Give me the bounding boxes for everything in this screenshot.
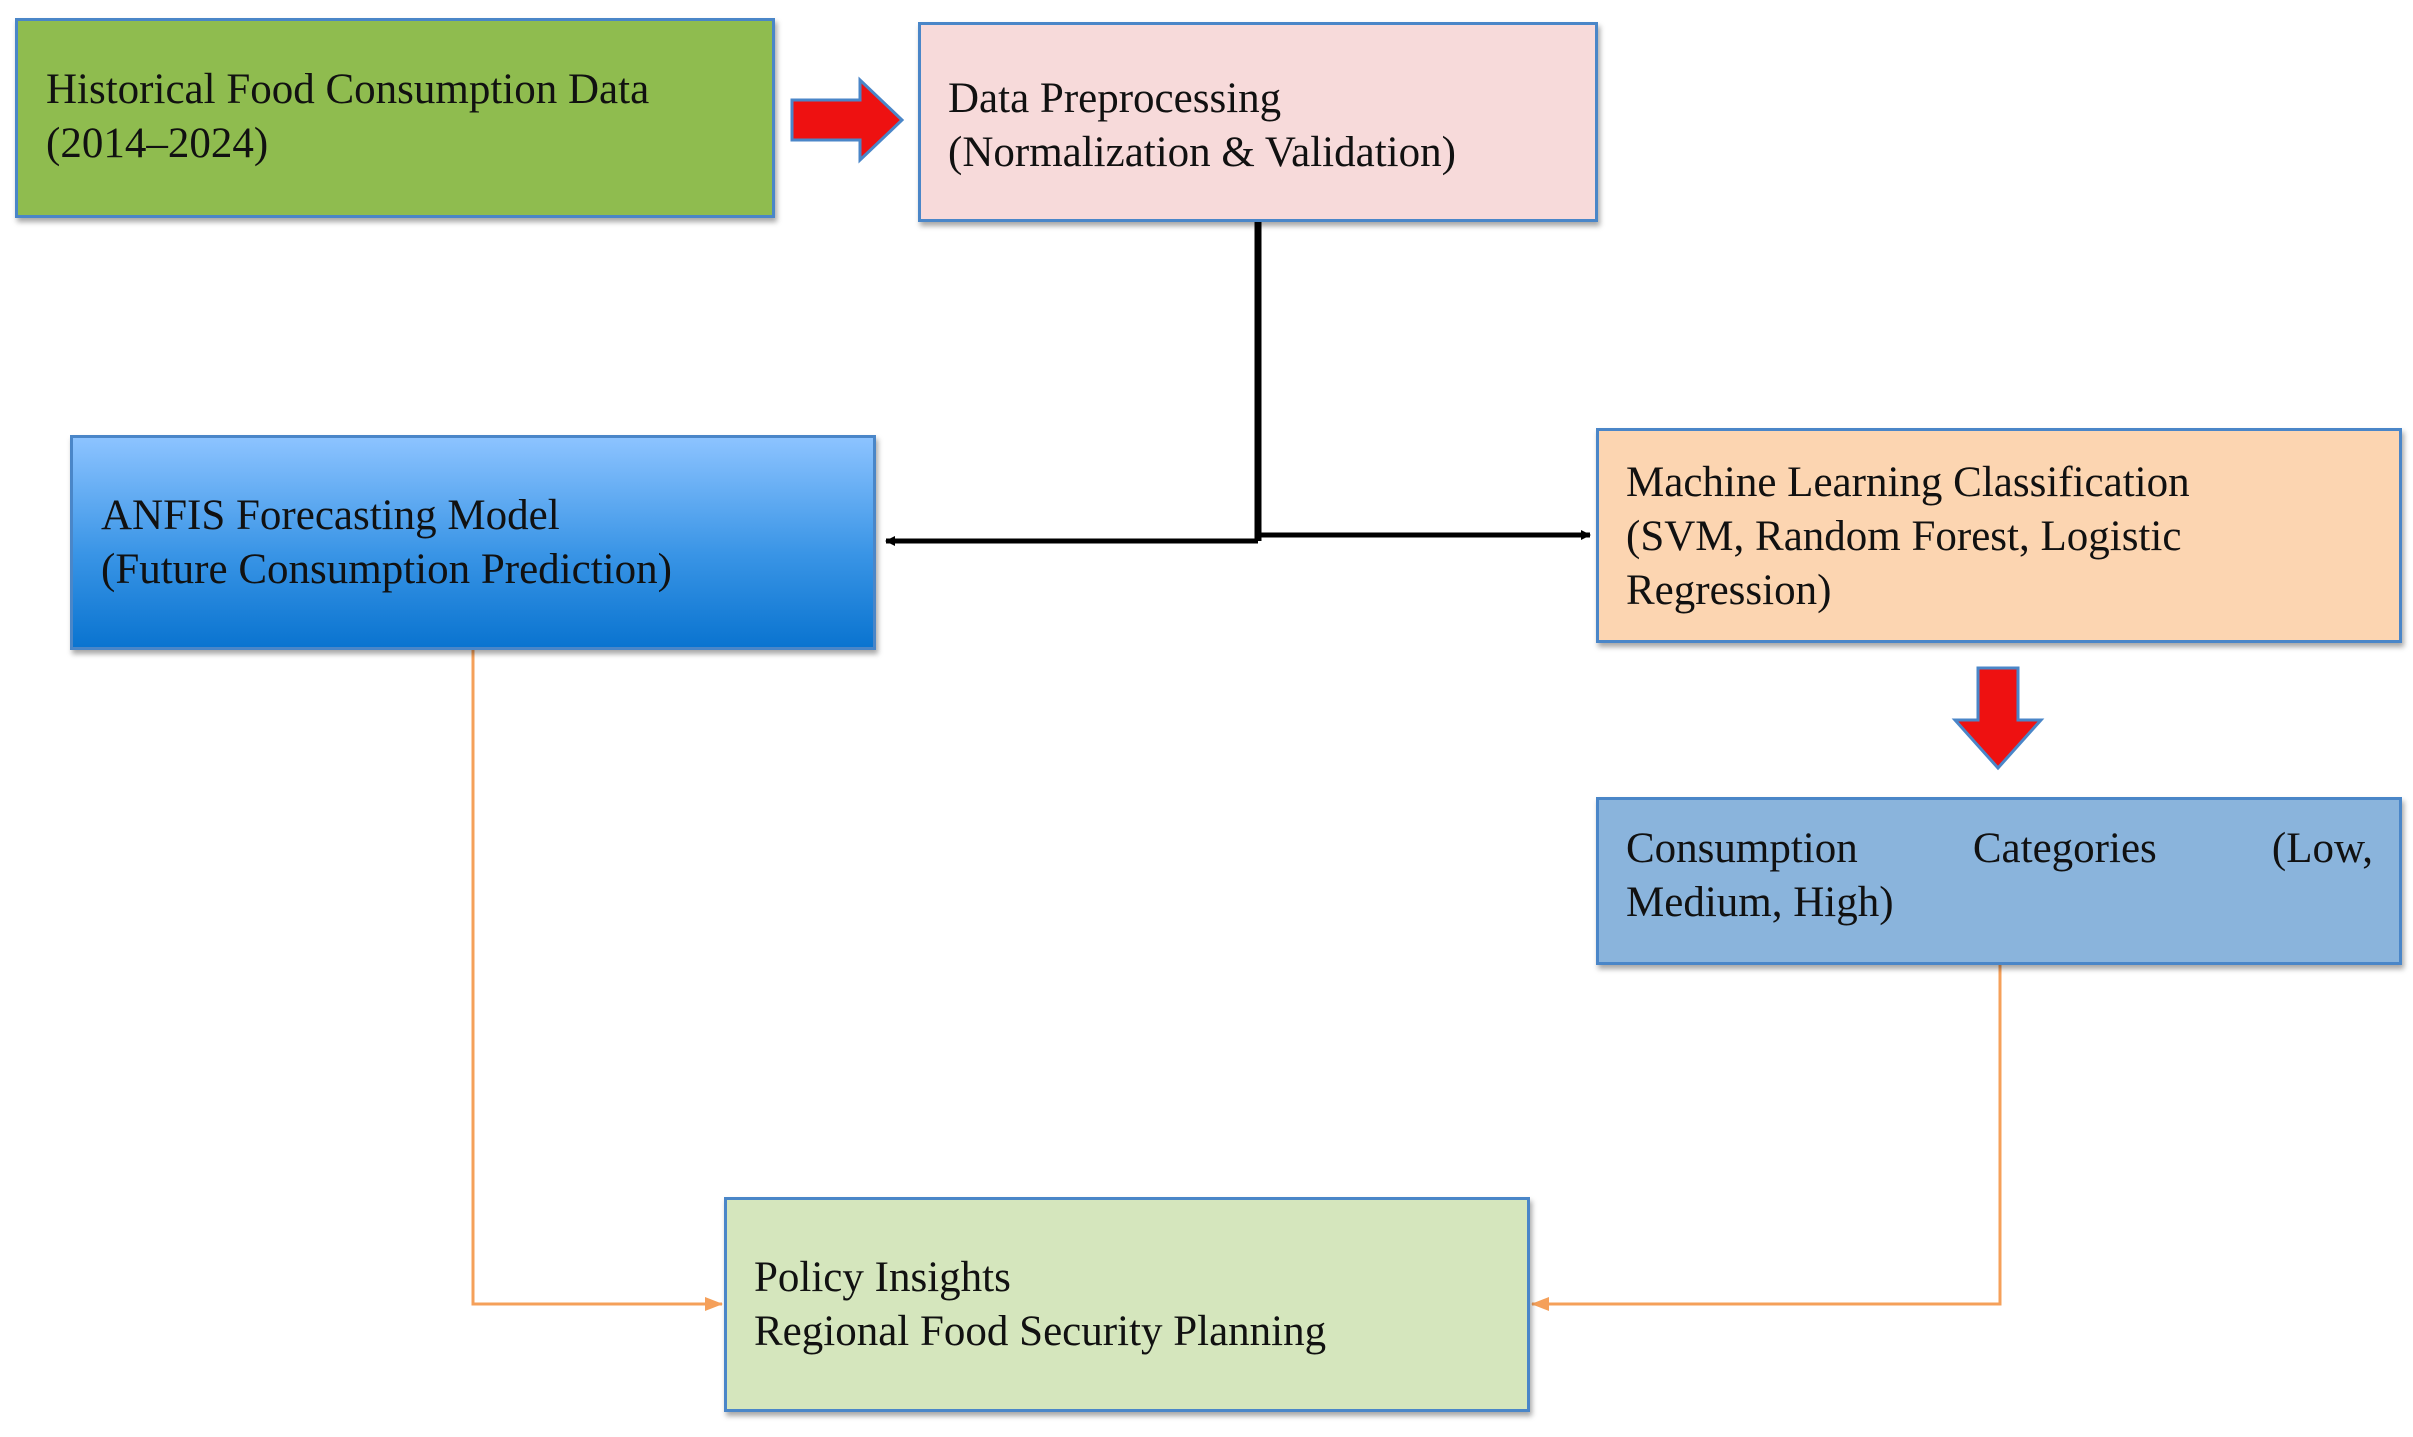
node-policy-insights: Policy Insights Regional Food Security P… <box>724 1197 1530 1412</box>
node-categories-word2: Categories <box>1972 825 2157 872</box>
node-categories-line2: Medium, High) <box>1626 879 1894 926</box>
node-ml-line1: Machine Learning Classification <box>1626 459 2190 506</box>
red-arrow-right <box>790 76 905 164</box>
node-preprocessing-line2: (Normalization & Validation) <box>948 129 1456 176</box>
node-preprocessing: Data Preprocessing (Normalization & Vali… <box>918 22 1598 222</box>
node-historical-data-line2: (2014–2024) <box>46 120 269 167</box>
node-categories-word3: (Low, <box>2271 825 2373 872</box>
node-ml-classification: Machine Learning Classification (SVM, Ra… <box>1596 428 2402 643</box>
red-arrow-down <box>1951 666 2045 771</box>
node-consumption-categories: Consumption Categories (Low, Medium, Hig… <box>1596 797 2402 965</box>
connector-anfis-to-policy <box>471 650 723 1311</box>
node-ml-line2: (SVM, Random Forest, Logistic <box>1626 513 2182 560</box>
node-categories-word1: Consumption <box>1626 825 1858 872</box>
node-historical-data: Historical Food Consumption Data (2014–2… <box>15 18 775 218</box>
connector-categories-to-policy <box>1531 965 2002 1311</box>
node-ml-line3: Regression) <box>1626 567 1832 614</box>
node-categories-line1: Consumption Categories (Low, <box>1626 822 2373 876</box>
node-anfis-line2: (Future Consumption Prediction) <box>101 546 672 593</box>
node-anfis-line1: ANFIS Forecasting Model <box>101 492 560 539</box>
node-historical-data-line1: Historical Food Consumption Data <box>46 66 650 113</box>
node-policy-line1: Policy Insights <box>754 1254 1011 1301</box>
node-policy-line2: Regional Food Security Planning <box>754 1308 1327 1355</box>
node-preprocessing-line1: Data Preprocessing <box>948 75 1282 122</box>
node-anfis-model: ANFIS Forecasting Model (Future Consumpt… <box>70 435 876 650</box>
